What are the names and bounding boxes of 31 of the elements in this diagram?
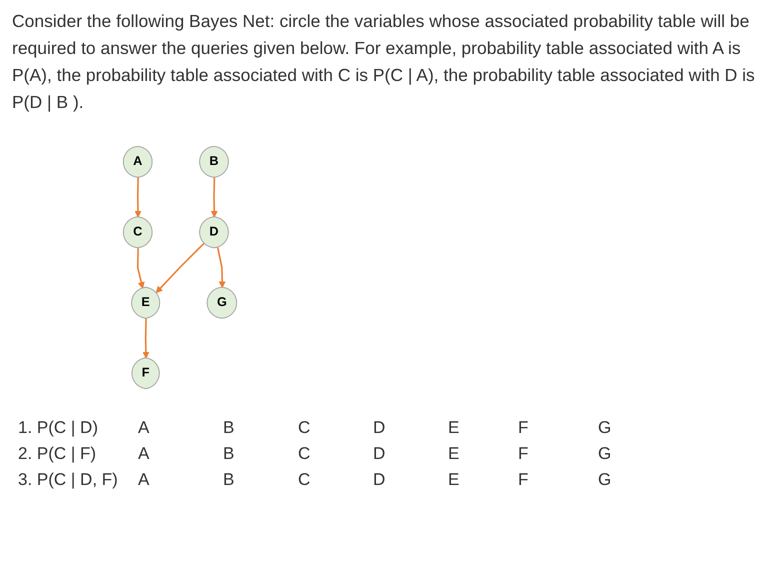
query-text: 2. P(C | F) (18, 444, 98, 464)
variable-option: G (598, 470, 658, 490)
variable-option: A (138, 418, 223, 438)
variable-option: C (298, 444, 373, 464)
variable-option: E (448, 418, 518, 438)
variable-option: F (518, 470, 598, 490)
variable-option: E (448, 470, 518, 490)
arrow (156, 242, 205, 294)
arrow (210, 178, 218, 218)
variable-option: D (373, 418, 448, 438)
variable-option: G (598, 444, 658, 464)
variable-option: B (223, 470, 298, 490)
variable-option: A (138, 444, 223, 464)
variable-option: D (373, 470, 448, 490)
arrow (134, 178, 142, 218)
variable-option: C (298, 418, 373, 438)
query-text: 3. P(C | D, F) (18, 470, 119, 490)
variable-option: G (598, 418, 658, 438)
variable-option: C (298, 470, 373, 490)
arrow (136, 248, 145, 289)
variable-option: A (138, 470, 223, 490)
arrow (142, 318, 150, 358)
variable-option: F (518, 444, 598, 464)
query-text: 1. P(C | D) (18, 418, 99, 438)
variable-option: F (518, 418, 598, 438)
arrow (216, 247, 226, 288)
variable-option: E (448, 444, 518, 464)
variable-option: B (223, 444, 298, 464)
question-text: Consider the following Bayes Net: circle the variables whose associated probability table will be required to answer the queries given below. For example, probability table associated with A is P(A), the probability table associated with C is P(C | A), the probability table associated with D is P(D | B ). (12, 10, 756, 114)
variable-option: D (373, 444, 448, 464)
variable-option: B (223, 418, 298, 438)
